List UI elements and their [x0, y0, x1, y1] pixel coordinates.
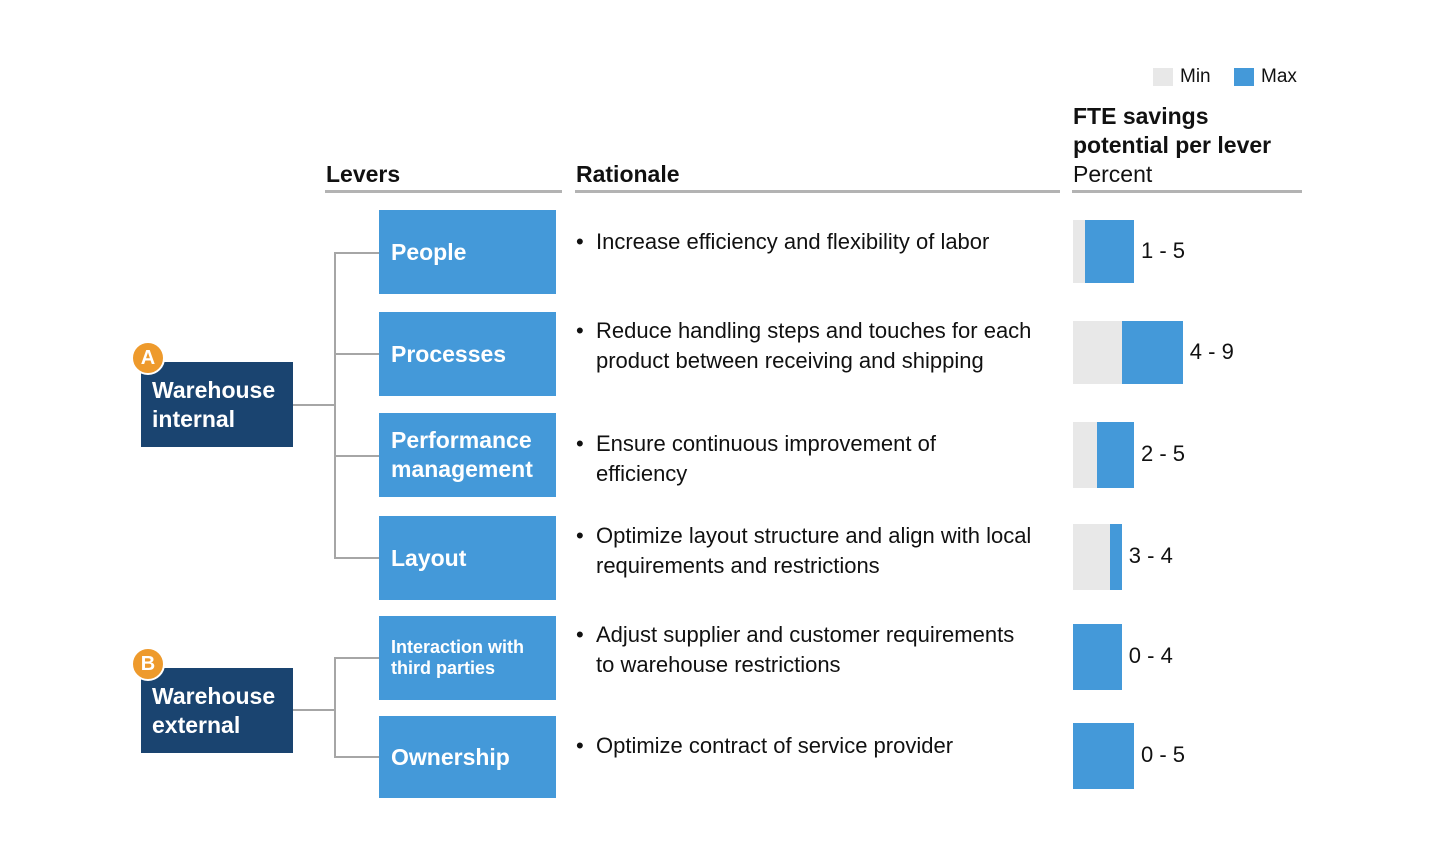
- lever-label-line2: management: [391, 456, 533, 482]
- group-label-line1: Warehouse: [152, 682, 276, 709]
- connector-a-branch-layout: [334, 557, 379, 559]
- connector-b-branch-interaction: [334, 657, 379, 659]
- rationale-processes: Reduce handling steps and touches for ea…: [576, 316, 1036, 376]
- lever-people: People: [379, 210, 556, 294]
- rationale-ownership: Optimize contract of service provider: [576, 731, 1056, 761]
- fte-title-line2: potential per lever: [1073, 132, 1272, 158]
- lever-interaction-third-parties: Interaction with third parties: [379, 616, 556, 700]
- lever-label-line1: Performance: [391, 427, 532, 453]
- fte-bar-min: [1073, 321, 1122, 384]
- fte-range-label: 1 - 5: [1141, 237, 1186, 263]
- lever-label: Processes: [391, 340, 507, 367]
- fte-bar-max: [1109, 524, 1122, 590]
- connector-b-stem: [293, 709, 335, 711]
- connector-a-branch-performance: [334, 455, 379, 457]
- rationale-header-rule: [575, 190, 1060, 193]
- fte-bar-max: [1121, 321, 1183, 384]
- fte-unit: Percent: [1073, 161, 1153, 187]
- connector-a-stem: [293, 404, 335, 406]
- fte-title-line1: FTE savings: [1073, 103, 1209, 129]
- fte-range-label: 3 - 4: [1128, 543, 1173, 568]
- legend-max-swatch: [1234, 68, 1254, 86]
- lever-performance-management: Performance management: [379, 413, 556, 497]
- fte-bar-max: [1073, 624, 1122, 690]
- lever-processes: Processes: [379, 312, 556, 396]
- rationale-performance-management: Ensure continuous improvement of efficie…: [576, 429, 996, 489]
- rationale-header: Rationale: [576, 161, 680, 187]
- lever-label-line2: third parties: [391, 658, 496, 678]
- group-badge-b: B: [131, 647, 165, 681]
- fte-range-label: 0 - 5: [1141, 742, 1186, 767]
- fte-bar-min: [1073, 524, 1110, 590]
- lever-layout: Layout: [379, 516, 556, 600]
- legend-min-label: Min: [1180, 66, 1211, 87]
- fte-range-label: 0 - 4: [1128, 643, 1173, 668]
- fte-bar-min: [1073, 422, 1098, 488]
- fte-bar-max: [1097, 422, 1134, 488]
- lever-label-line1: Interaction with: [391, 637, 525, 657]
- fte-range-label: 2 - 5: [1141, 441, 1186, 466]
- legend-min-swatch: [1153, 68, 1173, 86]
- lever-label: Layout: [391, 544, 467, 571]
- connector-a-spine: [334, 252, 336, 559]
- rationale-interaction-third-parties: Adjust supplier and customer requirement…: [576, 620, 1026, 680]
- rationale-people: Increase efficiency and flexibility of l…: [576, 227, 1056, 257]
- connector-a-branch-people: [334, 252, 379, 254]
- lever-ownership: Ownership: [379, 716, 556, 798]
- group-badge-a: A: [131, 341, 165, 375]
- fte-range-label: 4 - 9: [1189, 338, 1234, 364]
- levers-header-rule: [325, 190, 562, 193]
- levers-header: Levers: [326, 161, 401, 187]
- lever-label: Ownership: [391, 743, 510, 770]
- fte-bar-max: [1085, 220, 1134, 283]
- group-label-line1: Warehouse: [152, 376, 276, 403]
- fte-header: FTE savings potential per lever Percent: [1073, 102, 1271, 189]
- group-warehouse-internal: Warehouse internal: [141, 362, 293, 447]
- group-label-line2: external: [152, 711, 241, 738]
- fte-bar-max: [1073, 723, 1134, 789]
- fte-bar-min: [1073, 220, 1086, 283]
- group-warehouse-external: Warehouse external: [141, 668, 293, 753]
- fte-header-rule: [1072, 190, 1302, 193]
- lever-label: People: [391, 238, 467, 265]
- connector-a-branch-processes: [334, 353, 379, 355]
- connector-b-spine: [334, 657, 336, 758]
- connector-b-branch-ownership: [334, 756, 379, 758]
- legend-max-label: Max: [1261, 66, 1297, 87]
- rationale-layout: Optimize layout structure and align with…: [576, 521, 1036, 581]
- group-label-line2: internal: [152, 405, 236, 432]
